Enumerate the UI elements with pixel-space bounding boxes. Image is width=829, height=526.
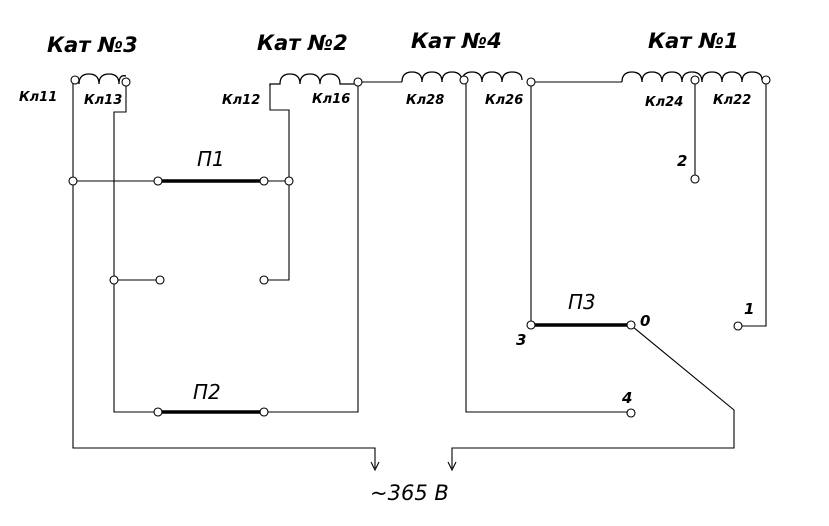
p3-position-0-contact [626,320,636,330]
p2-right-contact [259,407,269,417]
terminal-kl24 [690,75,700,85]
switch-p2-label: П2 [193,380,221,404]
terminal-label-kl24: Кл24 [645,95,683,110]
terminal-kl26 [526,77,536,87]
position-1-contact [733,321,743,331]
coil-1-title: Кат №1 [648,29,739,53]
terminal-kl16 [353,77,363,87]
position-4-label: 4 [621,389,632,407]
terminal-points [68,75,771,418]
terminal-kl11 [70,75,80,85]
terminal-kl28 [459,75,469,85]
supply-voltage-label: ~365 В [370,481,449,505]
terminal-label-kl16: Кл16 [312,92,350,107]
terminal-label-kl22: Кл22 [713,93,751,108]
terminal-kl22 [761,75,771,85]
switch-p3-label: П3 [568,290,596,314]
node-kl12-p1 [284,176,294,186]
coil-4-title: Кат №4 [411,29,502,53]
switch-p1-label: П1 [197,147,225,171]
terminal-kl13 [121,77,131,87]
node-kl13-middle [109,275,119,285]
wiring [72,81,767,472]
terminal-label-kl26: Кл26 [485,93,523,108]
p3-position-3-contact [526,320,536,330]
position-3-label: 3 [516,331,526,349]
p1-right-contact [259,176,269,186]
p1-left-contact [153,176,163,186]
position-2-contact [690,174,700,184]
coil-2-title: Кат №2 [257,31,348,55]
middle-right-contact [259,275,269,285]
coil-2-winding [269,73,354,86]
p2-left-contact [153,407,163,417]
position-1-label: 1 [744,300,754,318]
node-kl11-p1 [68,176,78,186]
coil-3-title: Кат №3 [47,33,138,57]
middle-left-contact [155,275,165,285]
position-0-label: 0 [640,312,650,330]
terminal-label-kl11: Кл11 [19,90,57,105]
coil-3-winding [78,73,127,85]
position-2-label: 2 [677,152,687,170]
position-4-contact [626,408,636,418]
coil-1-winding [621,71,763,83]
terminal-label-kl13: Кл13 [84,93,122,108]
terminal-label-kl28: Кл28 [406,93,444,108]
terminal-label-kl12: Кл12 [222,93,260,108]
